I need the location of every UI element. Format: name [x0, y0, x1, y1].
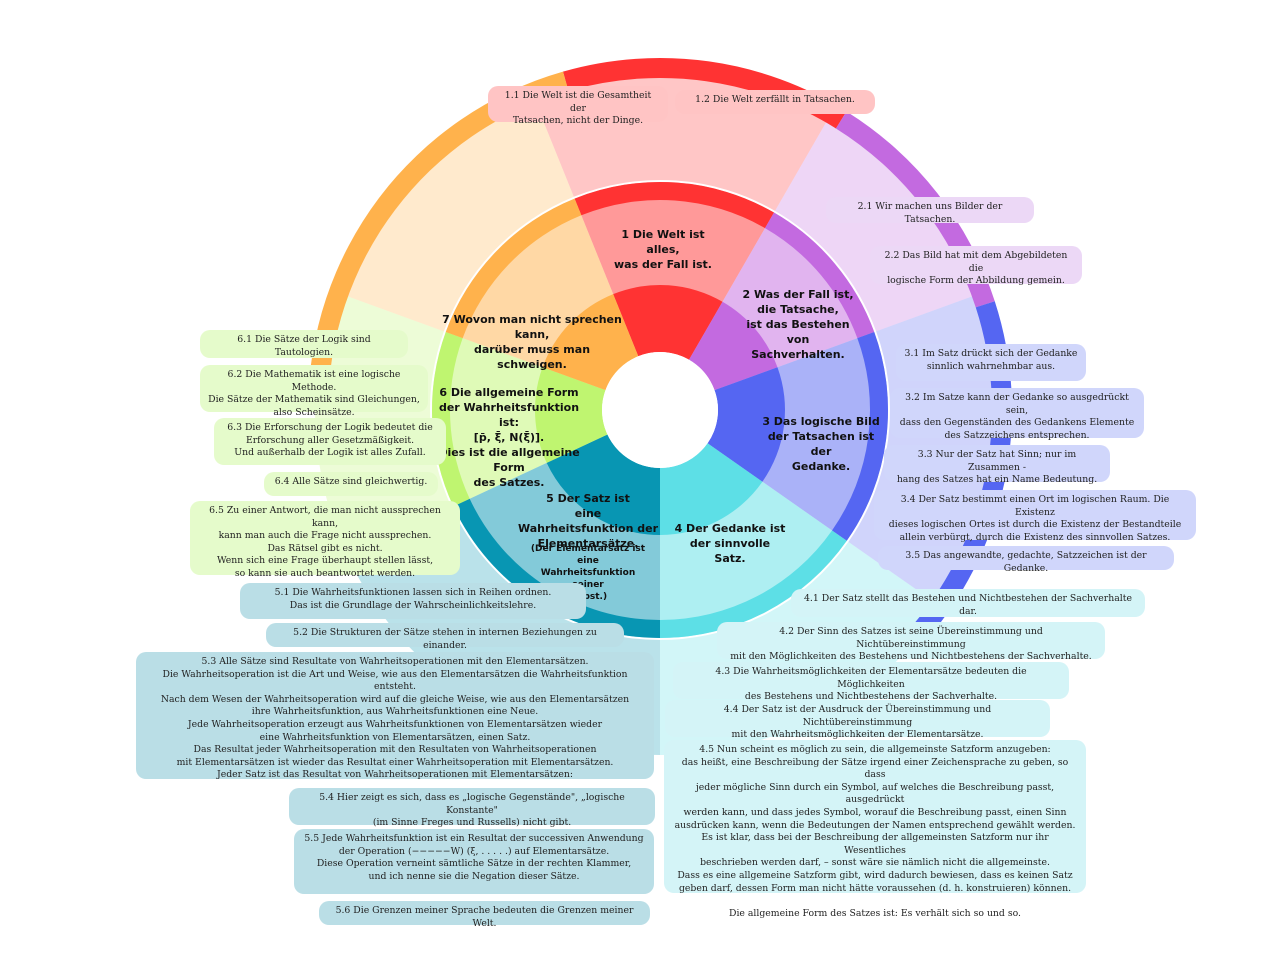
middle-rim-1: [574, 182, 774, 229]
proposition-3-1: 3.1 Im Satz drückt sich der Gedanke sinn…: [896, 344, 1086, 381]
inner-wedge-1: [613, 285, 723, 360]
center-label-7: 7 Wovon man nicht sprechen kann, darüber…: [442, 313, 622, 371]
center-label-6: 6 Die allgemeine Form der Wahrheitsfunkt…: [438, 386, 580, 489]
proposition-2-1: 2.1 Wir machen uns Bilder der Tatsachen.: [826, 197, 1034, 225]
proposition-5-5: 5.5 Jede Wahrheitsfunktion ist ein Resul…: [294, 829, 654, 894]
center-label-2: 2 Was der Fall ist, die Tatsache, ist da…: [742, 288, 854, 361]
center-label-5: 5 Der Satz ist eine Wahrheitsfunktion de…: [517, 492, 659, 550]
proposition-5-6: 5.6 Die Grenzen meiner Sprache bedeuten …: [319, 901, 650, 929]
inner-wedge-6: [535, 367, 608, 463]
proposition-6-5: 6.5 Zu einer Antwort, die man nicht auss…: [190, 501, 460, 579]
proposition-4-2: 4.2 Der Sinn des Satzes ist seine Überei…: [717, 622, 1105, 662]
proposition-4-1: 4.1 Der Satz stellt das Bestehen und Nic…: [791, 589, 1145, 617]
proposition-2-2: 2.2 Das Bild hat mit dem Abgebildeten di…: [870, 246, 1082, 286]
middle-rim-7: [445, 198, 582, 339]
proposition-1-1: 1.1 Die Welt ist die Gesamtheit der Tats…: [488, 86, 668, 126]
center-label-5-note: (Der Elementarsatz ist eine Wahrheitsfun…: [530, 544, 646, 602]
center-hub: [602, 352, 718, 468]
middle-rim-4: [660, 530, 847, 638]
middle-rim-3: [832, 332, 889, 541]
proposition-3-5: 3.5 Das angewandte, gedachte, Satzzeiche…: [878, 546, 1174, 574]
inner-wedge-5: [546, 434, 660, 535]
proposition-4-4: 4.4 Der Satz ist der Ausdruck der Überei…: [665, 700, 1050, 740]
proposition-5-3: 5.3 Alle Sätze sind Resultate von Wahrhe…: [136, 652, 654, 780]
center-label-4: 4 Der Gedanke ist der sinnvolle Satz.: [674, 522, 786, 565]
inner-wedge-3: [707, 367, 785, 482]
proposition-6-4: 6.4 Alle Sätze sind gleichwertig.: [264, 472, 438, 496]
center-label-1: 1 Die Welt ist alles, was der Fall ist.: [614, 228, 712, 271]
proposition-6-2: 6.2 Die Mathematik ist eine logische Met…: [200, 365, 428, 418]
proposition-4-3: 4.3 Die Wahrheitsmöglichkeiten der Eleme…: [673, 662, 1069, 702]
outer-rim-1: [562, 58, 847, 129]
proposition-6-3: 6.3 Die Erforschung der Logik bedeutet d…: [214, 418, 446, 465]
proposition-4-5: 4.5 Nun scheint es möglich zu sein, die …: [664, 740, 1086, 919]
proposition-5-4: 5.4 Hier zeigt es sich, dass es „logisch…: [289, 788, 655, 828]
center-label-3: 3 Das logische Bild der Tatsachen ist de…: [762, 415, 880, 473]
outer-wedge-7: [335, 90, 574, 332]
inner-wedge-7: [542, 294, 639, 391]
proposition-5-1: 5.1 Die Wahrheitsfunktionen lassen sich …: [240, 583, 586, 619]
proposition-5-2: 5.2 Die Strukturen der Sätze stehen in i…: [266, 623, 624, 651]
proposition-3-4: 3.4 Der Satz bestimmt einen Ort im logis…: [874, 490, 1196, 543]
proposition-1-2: 1.2 Die Welt zerfällt in Tatsachen.: [675, 90, 875, 114]
inner-wedge-4: [660, 443, 763, 535]
proposition-3-3: 3.3 Nur der Satz hat Sinn; nur im Zusamm…: [884, 445, 1110, 485]
outer-rim-7: [308, 71, 569, 411]
middle-rim-2: [765, 212, 875, 339]
outer-rim-2: [835, 111, 995, 308]
inner-wedge-2: [689, 301, 778, 391]
proposition-3-2: 3.2 Im Satze kann der Gedanke so ausgedr…: [890, 388, 1144, 441]
proposition-6-1: 6.1 Die Sätze der Logik sind Tautologien…: [200, 330, 408, 358]
